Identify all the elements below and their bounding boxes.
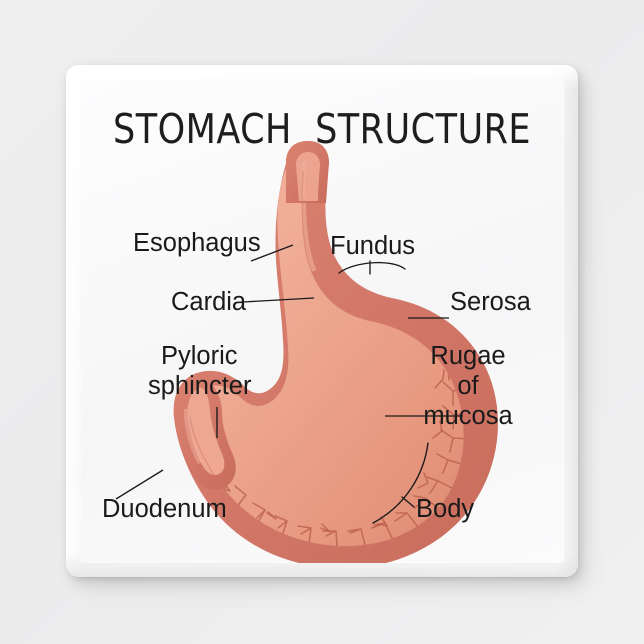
stomach-wall-inner-edge bbox=[189, 170, 465, 548]
label-body: Body bbox=[372, 442, 474, 524]
label-esophagus-leader bbox=[250, 244, 294, 262]
label-fundus: Fundus bbox=[330, 232, 415, 275]
label-esophagus-text: Esophagus bbox=[133, 229, 261, 257]
label-duodenum-text: Duodenum bbox=[102, 495, 227, 523]
label-pyloric-sphincter: Pyloric sphincter bbox=[148, 342, 252, 438]
pylorus-highlight bbox=[183, 408, 202, 465]
label-rugae-of-mucosa-text-line-1: Rugae bbox=[430, 342, 505, 370]
stomach-lumen bbox=[189, 169, 464, 547]
stomach-organ bbox=[173, 141, 498, 563]
label-esophagus: Esophagus bbox=[133, 229, 294, 262]
label-serosa-text: Serosa bbox=[450, 288, 532, 316]
card-face: STOMACH STRUCTURE bbox=[80, 79, 564, 563]
label-rugae-of-mucosa: Rugae of mucosa bbox=[385, 342, 513, 430]
label-rugae-of-mucosa-text-line-2: of bbox=[457, 372, 479, 400]
label-body-text: Body bbox=[416, 495, 474, 523]
stomach-anatomy-diagram: Esophagus Fundus Cardia Serosa bbox=[102, 141, 532, 563]
esophagus-lumen bbox=[296, 152, 320, 201]
label-duodenum-leader bbox=[115, 469, 164, 500]
label-fundus-bracket bbox=[338, 261, 406, 274]
label-fundus-text: Fundus bbox=[330, 232, 415, 260]
stomach-structure-magnet-card[interactable]: STOMACH STRUCTURE bbox=[66, 65, 578, 577]
label-duodenum: Duodenum bbox=[102, 469, 227, 523]
label-pyloric-sphincter-text-line-1: Pyloric bbox=[161, 342, 238, 370]
label-body-bracket-tick bbox=[401, 496, 415, 508]
label-pyloric-sphincter-text-line-2: sphincter bbox=[148, 372, 252, 400]
label-cardia-text: Cardia bbox=[171, 288, 247, 316]
page-title: STOMACH STRUCTURE bbox=[112, 105, 532, 153]
label-cardia: Cardia bbox=[171, 288, 315, 316]
label-serosa: Serosa bbox=[408, 288, 532, 319]
label-body-bracket bbox=[372, 442, 429, 524]
label-cardia-leader bbox=[242, 297, 315, 303]
